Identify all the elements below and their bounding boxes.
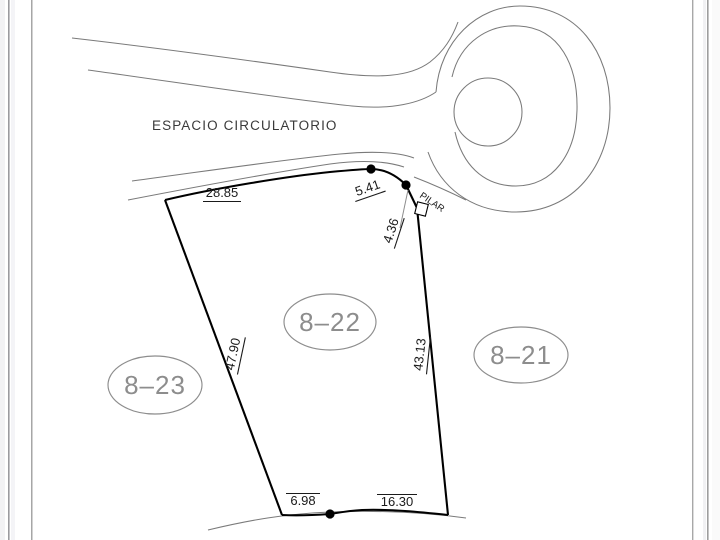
scan-line-right-b xyxy=(707,0,709,540)
scan-band-left xyxy=(11,0,15,540)
dimension-leaders xyxy=(399,189,409,229)
plan-title-espacio-circulatorio: ESPACIO CIRCULATORIO xyxy=(152,118,338,133)
lot-label-8-22: 8–22 xyxy=(283,293,377,351)
pilar-square-icon xyxy=(414,201,429,217)
lot-ellipse-8-22 xyxy=(283,293,377,351)
lot-labels-group: 8–23 8–22 8–21 xyxy=(107,293,569,415)
cul-de-sac-island xyxy=(453,77,523,147)
cul-de-sac-curb-ring xyxy=(451,25,578,187)
dimension-47-90: 47.90 xyxy=(222,337,246,375)
vertex-dot-south xyxy=(325,509,335,519)
scan-line-right-a xyxy=(692,0,694,540)
road-edge-frontage-north xyxy=(127,161,405,201)
lot-label-8-21: 8–21 xyxy=(473,326,569,384)
dimension-4-36: 4.36 xyxy=(380,216,405,249)
scan-line-left-a xyxy=(8,0,10,540)
boundary-east-43-13 xyxy=(415,207,450,516)
dimension-16-30-text: 16.30 xyxy=(381,494,414,509)
road-edge-frontage-outer xyxy=(131,151,415,182)
dimension-43-13: 43.13 xyxy=(410,336,432,375)
dimension-6-98-text: 6.98 xyxy=(290,493,315,508)
lot-text-8-23: 8–23 xyxy=(124,370,186,400)
road-edge-upper-south xyxy=(87,69,437,108)
dimension-6-98: 6.98 xyxy=(286,492,320,508)
dimension-28-85: 28.85 xyxy=(203,185,241,203)
scan-edge-right-outer xyxy=(712,0,720,540)
lot-ellipse-8-23 xyxy=(107,355,203,415)
pilar-marker xyxy=(414,201,429,217)
dimension-47-90-text: 47.90 xyxy=(222,337,243,372)
lot-label-8-23: 8–23 xyxy=(107,355,203,415)
dimension-43-13-underline xyxy=(425,336,432,375)
road-network xyxy=(71,5,611,531)
lot-text-8-21: 8–21 xyxy=(490,340,552,370)
lot-ellipse-8-21 xyxy=(473,326,569,384)
boundary-west-47-90 xyxy=(164,199,283,516)
dimension-labels-group: 28.85 5.41 4.36 47.90 43.13 xyxy=(203,177,432,509)
dimension-5-41-underline xyxy=(355,190,386,202)
scan-edge-left-outer xyxy=(0,0,5,540)
dimension-4-36-text: 4.36 xyxy=(380,216,402,245)
road-edge-upper-north xyxy=(71,21,459,77)
dimension-4-36-underline xyxy=(393,218,405,249)
scan-line-left-b xyxy=(31,0,33,540)
boundary-north-28-85 xyxy=(164,167,372,202)
road-edge-east-spur xyxy=(413,176,467,201)
dimension-47-90-underline xyxy=(236,337,246,375)
leader-4-36 xyxy=(399,189,409,229)
dimension-16-30: 16.30 xyxy=(377,493,417,509)
boundary-south-16-30 xyxy=(329,508,449,517)
vertex-dot-north xyxy=(366,164,376,174)
dimension-43-13-text: 43.13 xyxy=(410,338,428,372)
scan-band-right xyxy=(703,0,706,540)
boundary-vertex-dots xyxy=(325,164,411,519)
cul-de-sac-outer-ring xyxy=(427,5,611,213)
lot-text-8-22: 8–22 xyxy=(299,307,361,337)
dimension-28-85-text: 28.85 xyxy=(206,185,239,200)
vertex-dot-pilar xyxy=(401,180,411,190)
